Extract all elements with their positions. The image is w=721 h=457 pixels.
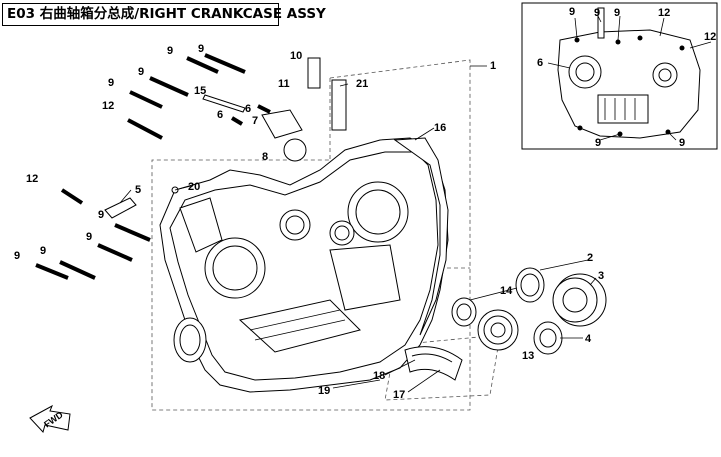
- tensioner-10: [307, 57, 321, 89]
- bearing-3: [552, 273, 607, 327]
- leader-lines: [119, 65, 597, 393]
- inset-callout-12a: 12: [658, 7, 670, 19]
- callout-21: 21: [356, 78, 368, 90]
- callout-18: 18: [373, 370, 385, 382]
- callout-9h: 9: [40, 245, 46, 257]
- callout-9c: 9: [138, 66, 144, 78]
- callout-9e: 9: [98, 209, 104, 221]
- diagram-title: E03 右曲轴箱分总成/RIGHT CRANKCASE ASSY: [2, 3, 326, 26]
- bracket-5: [104, 197, 137, 219]
- o-ring-8: [283, 138, 307, 162]
- callout-15: 15: [194, 85, 206, 97]
- callout-17: 17: [393, 389, 405, 401]
- callout-12a: 12: [102, 100, 114, 112]
- callout-9g: 9: [14, 250, 20, 262]
- callout-11: 11: [278, 78, 290, 90]
- seal-2: [515, 267, 545, 303]
- bearing-13: [477, 309, 519, 351]
- fwd-arrow-icon: FWD: [29, 404, 71, 433]
- sensor-7: [261, 109, 303, 139]
- callout-7: 7: [252, 115, 258, 127]
- callout-10: 10: [290, 50, 302, 62]
- callout-13: 13: [522, 350, 534, 362]
- inset-callout-9b: 9: [594, 7, 600, 19]
- inset-callout-9d: 9: [595, 137, 601, 149]
- callout-6a: 6: [245, 103, 251, 115]
- callout-14: 14: [500, 285, 513, 297]
- inset-callout-12b: 12: [704, 31, 716, 43]
- inset-callout-6: 6: [537, 57, 543, 69]
- inset-callout-9c: 9: [614, 7, 620, 19]
- inset-callout-9e: 9: [679, 137, 685, 149]
- inset-callout-9a: 9: [569, 6, 575, 18]
- callout-9b: 9: [198, 43, 204, 55]
- callout-2: 2: [587, 252, 593, 264]
- callout-9d: 9: [108, 77, 114, 89]
- crankcase-cover-outline: [393, 137, 449, 336]
- bolt-set: [35, 53, 271, 280]
- sleeve-21: [331, 79, 347, 131]
- bushing-17-18: [404, 346, 463, 381]
- callout-9a: 9: [167, 45, 173, 57]
- seal-14: [451, 297, 477, 327]
- callout-20: 20: [188, 181, 200, 193]
- bearing-4: [533, 321, 563, 355]
- callout-8: 8: [262, 151, 268, 163]
- callout-19: 19: [318, 385, 330, 397]
- callout-9f: 9: [86, 231, 92, 243]
- crankcase-body: [159, 137, 449, 393]
- callout-6b: 6: [217, 109, 223, 121]
- callout-16: 16: [434, 122, 446, 134]
- callout-12b: 12: [26, 173, 38, 185]
- callout-1: 1: [490, 60, 496, 72]
- callout-3: 3: [598, 270, 604, 282]
- inset-assembled-view: [521, 2, 718, 150]
- plate-15: [202, 94, 246, 113]
- callout-4: 4: [585, 333, 592, 345]
- callout-5: 5: [135, 184, 141, 196]
